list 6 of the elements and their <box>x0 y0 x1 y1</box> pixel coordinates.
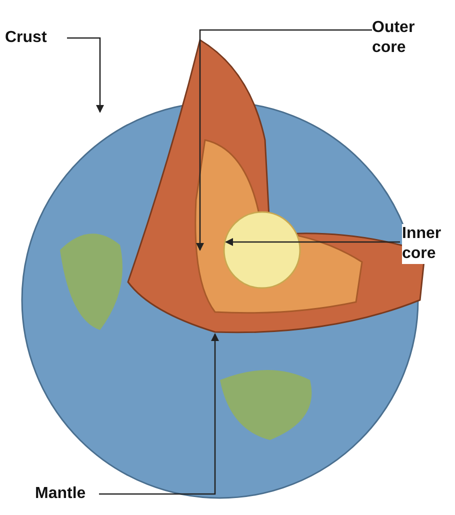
leader-line <box>67 37 104 113</box>
outer-core-layer <box>194 139 363 314</box>
inner-core-sphere <box>223 211 301 289</box>
leader-line <box>225 238 400 246</box>
leader-line <box>99 333 219 495</box>
leader-line <box>196 29 372 251</box>
